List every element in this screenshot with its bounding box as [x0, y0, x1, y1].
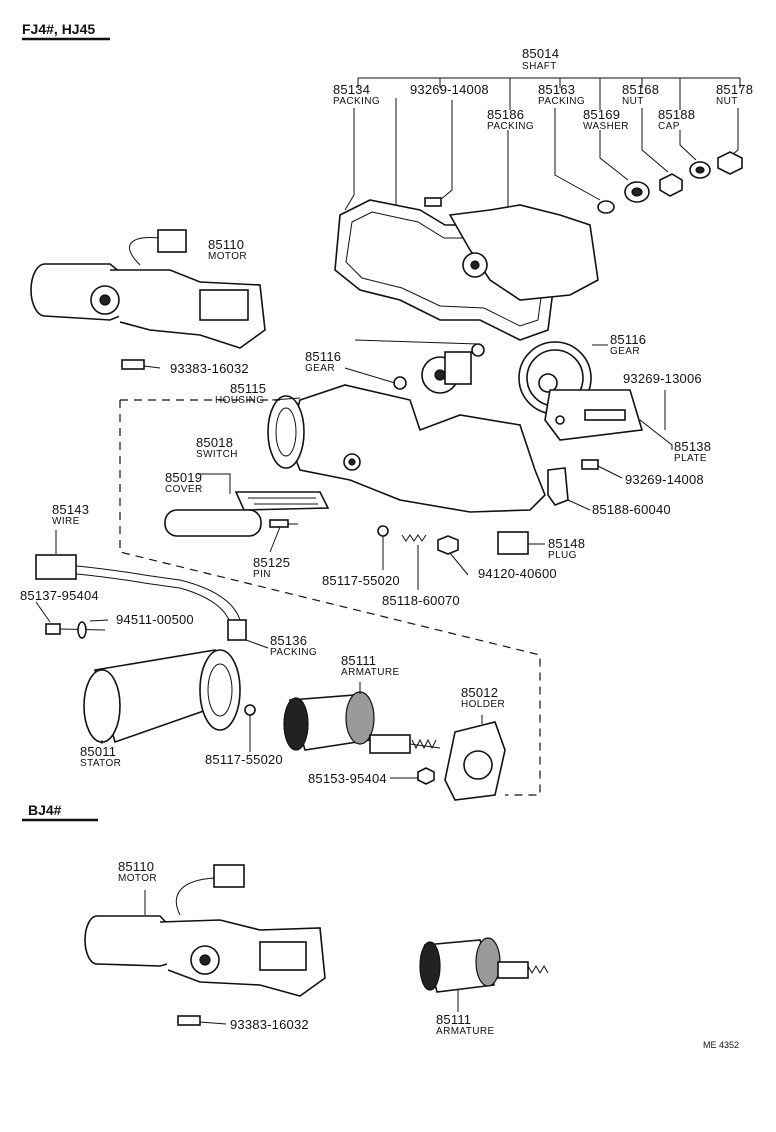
label-shaft-caption: SHAFT [522, 61, 557, 72]
label-motor-85110-number: 85110 [208, 237, 245, 252]
label-gear-85116-left-number: 85116 [305, 349, 342, 364]
label-switch-85018-caption: SWITCH [196, 449, 238, 460]
label-armature-85111-bj-number: 85111 [436, 1012, 472, 1027]
label-bolt-93383-16032-bj-number: 93383-16032 [230, 1017, 309, 1032]
label-holder-85012-caption: HOLDER [461, 699, 506, 710]
label-stator-85011-caption: STATOR [80, 758, 122, 769]
label-cap-85188-caption: CAP [658, 121, 680, 132]
sheet-code: ME 4352 [703, 1040, 740, 1050]
label-washer-94511-00500-number: 94511-00500 [116, 612, 194, 627]
label-cover-85019-caption: COVER [165, 484, 203, 495]
label-holder-85012-number: 85012 [461, 685, 499, 700]
label-nut-85168-number: 85168 [622, 82, 660, 97]
label-wire-85143-number: 85143 [52, 502, 90, 517]
label-stator-85011-number: 85011 [80, 744, 117, 759]
label-cover-85019-number: 85019 [165, 470, 203, 485]
label-bolt-93383-16032-number: 93383-16032 [170, 361, 249, 376]
label-packing-85186-number: 85186 [487, 107, 525, 122]
label-packing-85136-caption: PACKING [270, 647, 318, 658]
label-plug-85148-number: 85148 [548, 536, 586, 551]
label-cap-85188-number: 85188 [658, 107, 696, 122]
label-motor-85110-bj-caption: MOTOR [118, 873, 158, 884]
label-washer-85169-caption: WASHER [583, 121, 629, 132]
label-packing-85136-number: 85136 [270, 633, 308, 648]
label-switch-85018-number: 85018 [196, 435, 234, 450]
label-washer-85169-number: 85169 [583, 107, 621, 122]
label-nut-85178-number: 85178 [716, 82, 754, 97]
label-wire-85143-caption: WIRE [52, 516, 80, 527]
label-nut-85153-95404-number: 85153-95404 [308, 771, 387, 786]
label-pin-85125-caption: PIN [253, 569, 271, 580]
label-screw-93269-14008-number: 93269-14008 [410, 82, 489, 97]
label-plate-85138-number: 85138 [674, 439, 712, 454]
label-housing-85115-number: 85115 [230, 381, 267, 396]
label-gear-85116-right-caption: GEAR [610, 346, 640, 357]
label-nut-94120-40600-number: 94120-40600 [478, 566, 557, 581]
label-pin-85125-number: 85125 [253, 555, 291, 570]
label-plate-85138-caption: PLATE [674, 453, 707, 464]
label-packing-85163-caption: PACKING [538, 96, 586, 107]
label-armature-85111-upper-number: 85111 [341, 653, 377, 668]
label-ball-85117-55020-lower-number: 85117-55020 [205, 752, 283, 767]
label-armature-85111-upper-caption: ARMATURE [341, 667, 400, 678]
label-housing-85115-caption: HOUSING [215, 395, 265, 406]
label-nut-85168-caption: NUT [622, 96, 644, 107]
section-title-top: FJ4#, HJ45 [22, 21, 96, 37]
label-packing-85134-caption: PACKING [333, 96, 381, 107]
label-screw-93269-13006-number: 93269-13006 [623, 371, 702, 386]
label-armature-85111-bj-caption: ARMATURE [436, 1026, 495, 1037]
label-packing-85163-number: 85163 [538, 82, 576, 97]
label-shaft-number: 85014 [522, 46, 560, 61]
label-motor-85110-caption: MOTOR [208, 251, 248, 262]
label-plug-85148-caption: PLUG [548, 550, 577, 561]
label-nut-85178-caption: NUT [716, 96, 738, 107]
label-bolt-85137-95404-number: 85137-95404 [20, 588, 99, 603]
label-gasket-85188-60040-number: 85188-60040 [592, 502, 671, 517]
label-screw-93269-14008-lower-number: 93269-14008 [625, 472, 704, 487]
label-motor-85110-bj-number: 85110 [118, 859, 155, 874]
label-packing-85134-number: 85134 [333, 82, 371, 97]
label-gear-85116-left-caption: GEAR [305, 363, 335, 374]
label-packing-85186-caption: PACKING [487, 121, 535, 132]
label-spring-85118-60070-number: 85118-60070 [382, 593, 460, 608]
label-ball-85117-55020-upper-number: 85117-55020 [322, 573, 400, 588]
label-gear-85116-right-number: 85116 [610, 332, 647, 347]
section-title-bottom: BJ4# [28, 802, 62, 818]
